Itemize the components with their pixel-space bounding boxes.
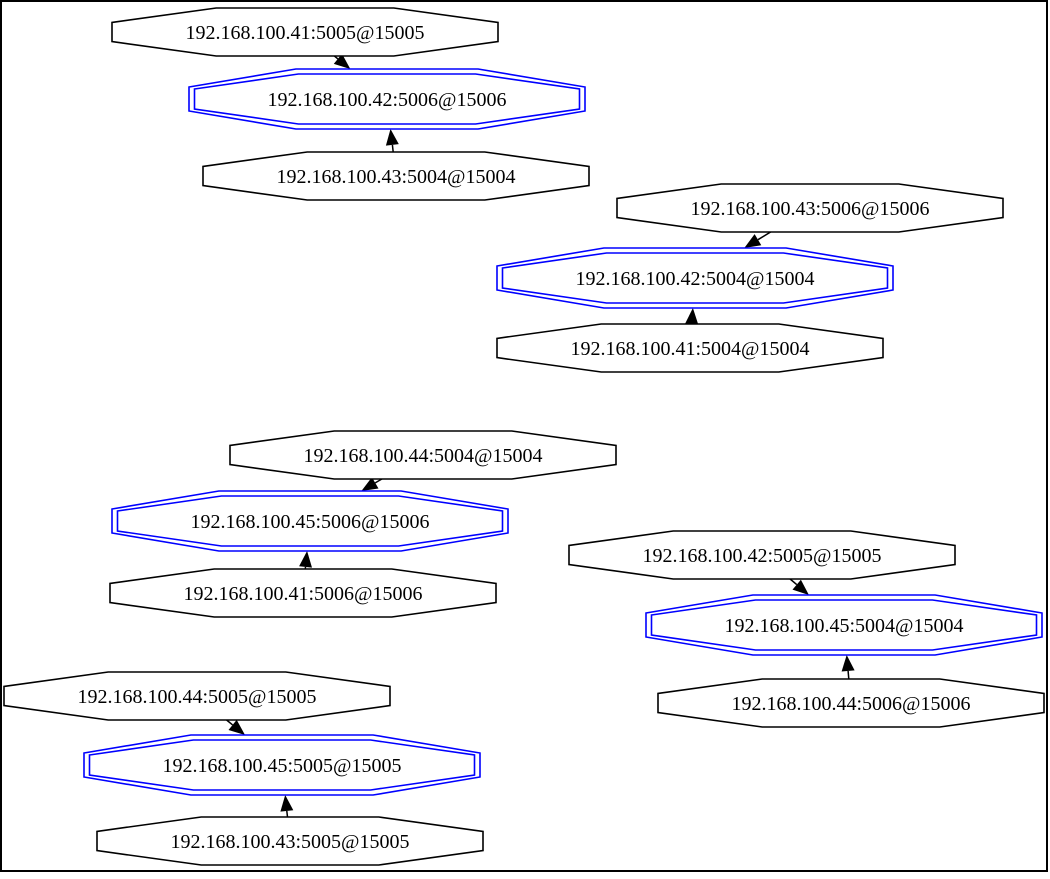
arrowhead-icon xyxy=(229,720,246,735)
arrowhead-icon xyxy=(842,655,855,672)
graph-node-label: 192.168.100.44:5004@15004 xyxy=(304,445,543,467)
graph-node-label: 192.168.100.42:5004@15004 xyxy=(576,268,815,290)
graph-node-highlighted: 192.168.100.45:5005@15005 xyxy=(84,735,480,795)
arrowhead-icon xyxy=(793,580,809,595)
graph-node: 192.168.100.44:5005@15005 xyxy=(4,672,390,720)
graph-node-label: 192.168.100.45:5005@15005 xyxy=(163,755,402,777)
graph-node-label: 192.168.100.41:5005@15005 xyxy=(186,22,425,44)
graph-edge-line xyxy=(758,232,771,240)
arrowhead-icon xyxy=(386,129,399,146)
graph-edge-line xyxy=(848,671,849,679)
arrowhead-icon xyxy=(744,234,761,248)
arrowhead-icon xyxy=(299,551,312,568)
graph-node-label: 192.168.100.41:5006@15006 xyxy=(184,583,423,605)
graph-node: 192.168.100.42:5005@15005 xyxy=(569,531,955,579)
graph-node-label: 192.168.100.44:5005@15005 xyxy=(78,686,317,708)
graph-node-label: 192.168.100.45:5004@15004 xyxy=(725,615,964,637)
graph-node: 192.168.100.43:5006@15006 xyxy=(617,184,1003,232)
graph-node-highlighted: 192.168.100.42:5006@15006 xyxy=(189,69,585,129)
graph-node-highlighted: 192.168.100.42:5004@15004 xyxy=(497,248,893,308)
graph-edge-line xyxy=(790,579,797,585)
graph-node: 192.168.100.43:5004@15004 xyxy=(203,152,589,200)
arrowhead-icon xyxy=(280,795,293,812)
graph-edge-line xyxy=(392,145,393,152)
graph-node: 192.168.100.44:5004@15004 xyxy=(230,431,616,479)
graph-node-label: 192.168.100.41:5004@15004 xyxy=(571,338,810,360)
nodes-layer: 192.168.100.41:5005@15005 192.168.100.42:… xyxy=(4,8,1044,865)
graph-node: 192.168.100.44:5006@15006 xyxy=(658,679,1044,727)
graph-node: 192.168.100.41:5004@15004 xyxy=(497,324,883,372)
graph-node-label: 192.168.100.45:5006@15006 xyxy=(191,511,430,533)
arrowhead-icon xyxy=(685,308,698,324)
graph-node-label: 192.168.100.42:5005@15005 xyxy=(643,545,882,567)
graph-edge-line xyxy=(287,811,288,817)
graph-node-label: 192.168.100.42:5006@15006 xyxy=(268,89,507,111)
graph-node-highlighted: 192.168.100.45:5006@15006 xyxy=(112,491,508,551)
graph-node-highlighted: 192.168.100.45:5004@15004 xyxy=(646,595,1042,655)
graph-node-label: 192.168.100.43:5006@15006 xyxy=(691,198,930,220)
graph-node-label: 192.168.100.44:5006@15006 xyxy=(732,693,971,715)
graph-node-label: 192.168.100.43:5004@15004 xyxy=(277,166,516,188)
graph-node: 192.168.100.43:5005@15005 xyxy=(97,817,483,865)
graph-node-label: 192.168.100.43:5005@15005 xyxy=(171,831,410,853)
graph-node: 192.168.100.41:5005@15005 xyxy=(112,8,498,56)
graph-node: 192.168.100.41:5006@15006 xyxy=(110,569,496,617)
